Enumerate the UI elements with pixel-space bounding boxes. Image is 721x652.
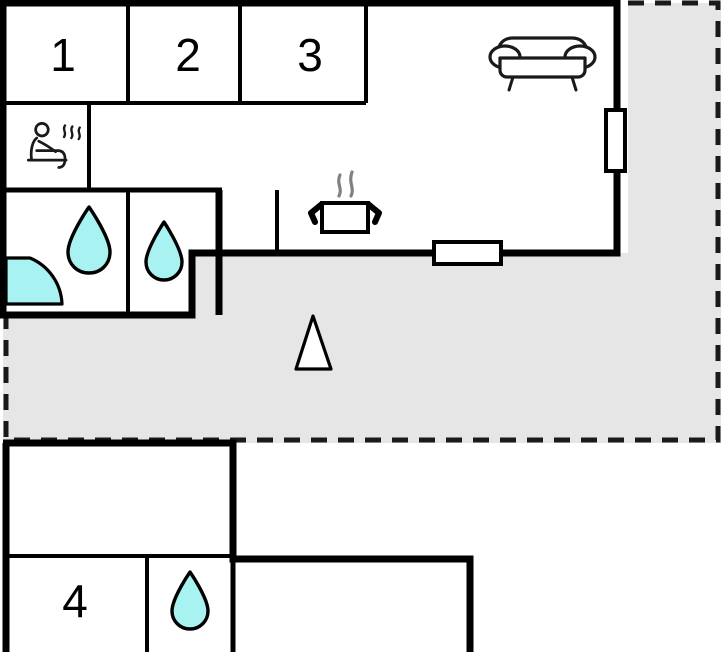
- room-number-3: 3: [297, 29, 323, 81]
- terrace-fill: [3, 253, 721, 443]
- terrace-area: [3, 0, 721, 443]
- water-drop-icon-bath-bottom: [170, 570, 210, 631]
- room-number-2: 2: [175, 29, 201, 81]
- sauna-icon: [26, 121, 81, 169]
- terrace-dashed-upper: [628, 0, 721, 253]
- shower-quarter-circle-icon: [4, 256, 64, 306]
- cooking-pot-icon: [308, 170, 382, 234]
- terrace-fill-upper-right: [628, 3, 721, 253]
- stairs-triangle-icon: [294, 314, 333, 371]
- window-horizontal: [432, 240, 503, 266]
- water-drop-icon-bath-small: [144, 220, 184, 282]
- upper-room-partitions: [3, 3, 368, 315]
- windows-group: [432, 108, 627, 266]
- lower-wing-walls: [2, 439, 474, 652]
- window-vertical: [604, 108, 627, 173]
- water-drop-icon-bath-large: [66, 205, 112, 275]
- room-number-1: 1: [50, 29, 76, 81]
- shower-shape: [4, 256, 64, 306]
- room-number-labels: 1 2 3 4: [50, 29, 323, 627]
- room-number-4: 4: [62, 575, 88, 627]
- sofa-icon: [488, 36, 597, 92]
